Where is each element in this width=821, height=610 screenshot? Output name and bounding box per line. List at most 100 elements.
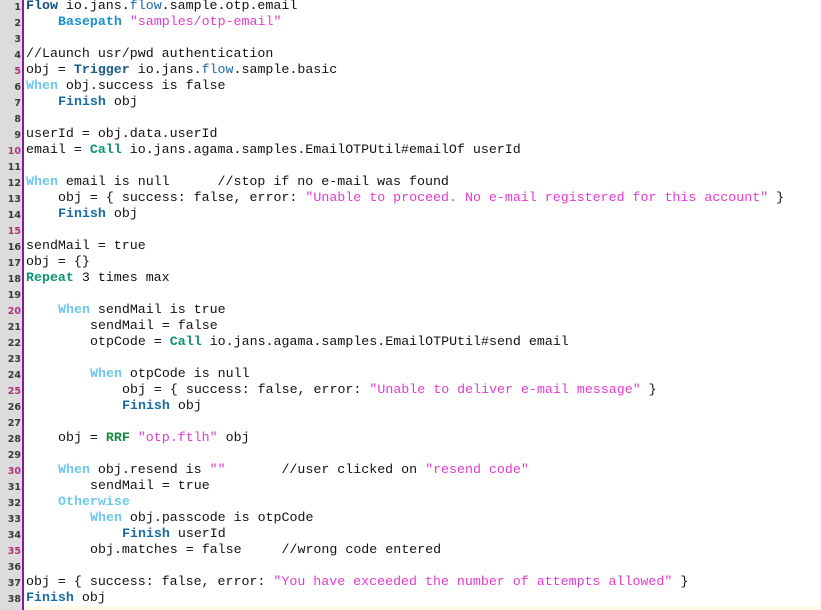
- line-number: 12: [7, 178, 21, 189]
- code-line[interactable]: 15: [0, 222, 821, 238]
- line-number: 13: [7, 194, 21, 205]
- code-token: sendMail = true: [90, 478, 210, 493]
- line-number: 10: [7, 146, 21, 157]
- code-token: io.jans.: [57, 0, 130, 13]
- code-line[interactable]: 17 obj = {}: [0, 254, 821, 270]
- code-line[interactable]: 22 otpCode = Call io.jans.agama.samples.E…: [0, 334, 821, 350]
- code-token: otpCode is null: [121, 366, 250, 381]
- code-text: Flow io.jans.flow.sample.otp.email: [26, 0, 297, 14]
- code-text: obj = Trigger io.jans.flow.sample.basic: [26, 62, 337, 78]
- code-text: userId = obj.data.userId: [26, 126, 218, 142]
- code-line[interactable]: 3: [0, 30, 821, 46]
- code-line[interactable]: 8: [0, 110, 821, 126]
- code-token: obj: [73, 590, 106, 605]
- code-token: sendMail = true: [26, 238, 146, 253]
- code-text: Repeat 3 times max: [26, 270, 170, 286]
- code-token: obj = { success: false, error:: [122, 382, 370, 397]
- string-literal: "samples/otp-email": [129, 14, 282, 29]
- code-token: otpCode =: [90, 334, 170, 349]
- code-line[interactable]: 12 When email is null //stop if no e-mail…: [0, 174, 821, 190]
- line-number: 2: [14, 18, 21, 29]
- line-number: 4: [14, 50, 21, 61]
- code-token: obj = { success: false, error:: [26, 574, 274, 589]
- code-line[interactable]: 13 obj = { success: false, error: "Unable…: [0, 190, 821, 206]
- string-literal: "Unable to proceed. No e-mail registered…: [305, 190, 769, 205]
- code-token: obj.passcode is otpCode: [121, 510, 314, 525]
- line-number: 15: [7, 226, 21, 237]
- code-text: obj = {}: [26, 254, 90, 270]
- keyword: Finish: [58, 94, 106, 109]
- code-text: sendMail = true: [90, 478, 210, 494]
- code-line[interactable]: 16 sendMail = true: [0, 238, 821, 254]
- code-token: .sample.basic: [233, 62, 338, 77]
- code-line[interactable]: 18 Repeat 3 times max: [0, 270, 821, 286]
- code-line[interactable]: 2 Basepath "samples/otp-email": [0, 14, 821, 30]
- code-text: //Launch usr/pwd authentication: [26, 46, 273, 62]
- line-number: 22: [7, 338, 21, 349]
- string-literal: "resend code": [425, 462, 529, 477]
- code-text: Finish obj: [58, 94, 138, 110]
- code-text: obj.matches = false //wrong code entered: [90, 542, 441, 558]
- code-line[interactable]: 27: [0, 414, 821, 430]
- code-text: Finish obj: [122, 398, 202, 414]
- code-token: [130, 430, 138, 445]
- code-line[interactable]: 34 Finish userId: [0, 526, 821, 542]
- code-token: }: [640, 382, 657, 397]
- line-number: 14: [7, 210, 21, 221]
- code-line[interactable]: 23: [0, 350, 821, 366]
- line-number: 29: [7, 450, 21, 461]
- code-token: }: [672, 574, 689, 589]
- code-text: Finish userId: [122, 526, 226, 542]
- keyword: Otherwise: [58, 494, 130, 509]
- code-token: io.jans.agama.samples.EmailOTPUtil#send …: [201, 334, 569, 349]
- code-token: .sample.otp.email: [161, 0, 298, 13]
- code-token: userId = obj.data.userId: [26, 126, 218, 141]
- line-number: 16: [7, 242, 21, 253]
- code-text: When obj.success is false: [26, 78, 226, 94]
- code-line[interactable]: 29: [0, 446, 821, 462]
- keyword: Finish: [122, 398, 170, 413]
- line-number: 19: [7, 290, 21, 301]
- line-number: 18: [7, 274, 21, 285]
- code-text: obj = RRF "otp.ftlh" obj: [58, 430, 250, 446]
- keyword: When: [26, 174, 58, 189]
- code-line[interactable]: 19: [0, 286, 821, 302]
- code-token: }: [768, 190, 785, 205]
- code-token: email is null //stop if no e-mail was fo…: [57, 174, 449, 189]
- code-token: obj = { success: false, error:: [58, 190, 306, 205]
- line-number: 17: [7, 258, 21, 269]
- line-number: 11: [7, 162, 21, 173]
- keyword: Basepath: [58, 14, 122, 29]
- code-line[interactable]: 4 //Launch usr/pwd authentication: [0, 46, 821, 62]
- code-token: obj: [105, 94, 138, 109]
- code-line[interactable]: 11: [0, 158, 821, 174]
- code-token: obj = {}: [26, 254, 90, 269]
- code-token: io.jans.agama.samples.EmailOTPUtil#email…: [121, 142, 521, 157]
- keyword: Call: [169, 334, 202, 349]
- line-number: 34: [7, 530, 21, 541]
- code-line[interactable]: 36: [0, 558, 821, 574]
- keyword: flow: [201, 62, 234, 77]
